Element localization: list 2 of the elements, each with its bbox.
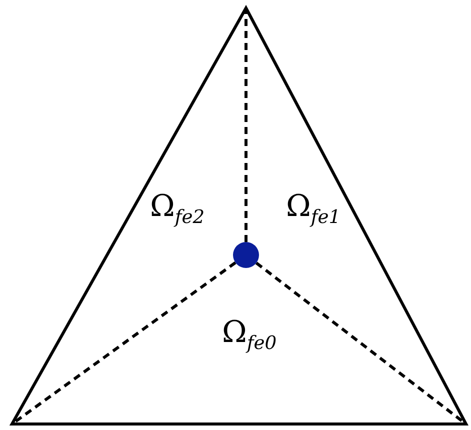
triangle-outline bbox=[10, 6, 468, 426]
center-dot bbox=[233, 242, 259, 268]
